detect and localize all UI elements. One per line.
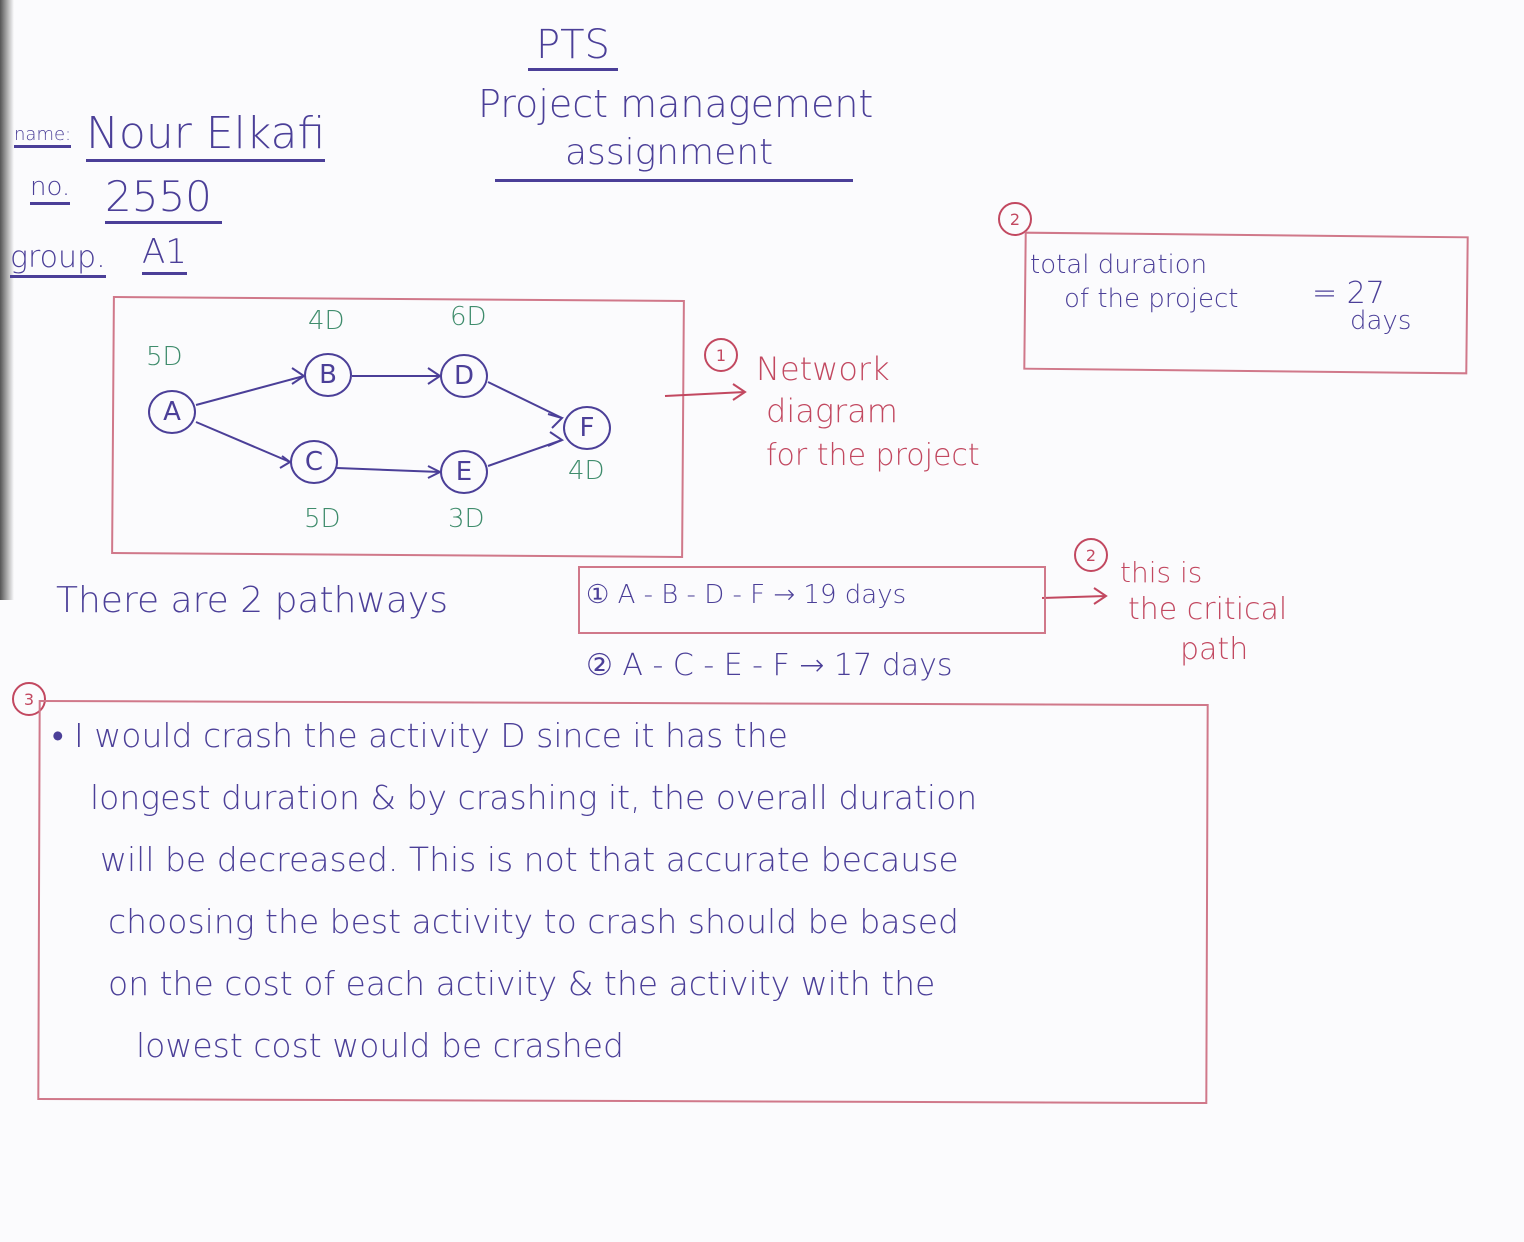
path-1: ① A - B - D - F → 19 days <box>586 580 907 610</box>
total-unit: days <box>1350 306 1412 336</box>
node-b: B <box>304 353 352 397</box>
critical-line3: path <box>1180 632 1249 667</box>
node-a: A <box>148 390 196 434</box>
duration-d: 6D <box>450 302 487 332</box>
student-group: A1 <box>142 232 187 275</box>
crash-line: longest duration & by crashing it, the o… <box>90 778 978 817</box>
page-edge-shadow <box>0 0 14 600</box>
student-number: 2550 <box>105 172 222 224</box>
annotation-line2: diagram <box>766 392 898 430</box>
crash-line: • I would crash the activity D since it … <box>52 716 788 755</box>
node-c: C <box>290 440 338 484</box>
group-label: group. <box>10 240 106 278</box>
total-line1: total duration <box>1030 250 1208 280</box>
total-value: = 27 <box>1312 276 1385 311</box>
arrow-to-critical <box>1041 595 1107 599</box>
crash-line: lowest cost would be crashed <box>136 1026 624 1065</box>
student-name: Nour Elkafi <box>86 108 326 162</box>
total-line2: of the project <box>1064 284 1239 314</box>
node-f: F <box>563 406 611 450</box>
arrow-d-f <box>487 381 563 419</box>
duration-c: 5D <box>304 504 341 534</box>
arrow-to-annotation <box>664 391 746 397</box>
annotation-line3: for the project <box>766 438 980 473</box>
crash-line: choosing the best activity to crash shou… <box>108 902 959 941</box>
crash-answer: • I would crash the activity D since it … <box>52 705 1180 1077</box>
no-label: no. <box>30 172 71 205</box>
assignment-title-line2: assignment <box>495 132 854 182</box>
duration-b: 4D <box>308 306 345 336</box>
course-title: PTS <box>528 22 618 71</box>
annotation-number-1: 1 <box>704 338 738 372</box>
critical-line1: this is <box>1120 556 1203 589</box>
pathways-intro: There are 2 pathways <box>56 580 448 621</box>
critical-number-2: 2 <box>1074 538 1108 572</box>
duration-f: 4D <box>568 456 605 486</box>
crash-line: on the cost of each activity & the activ… <box>108 964 936 1003</box>
duration-e: 3D <box>448 504 485 534</box>
node-d: D <box>440 354 488 398</box>
crash-line: will be decreased. This is not that accu… <box>100 840 959 879</box>
crash-number-3: 3 <box>12 682 46 716</box>
critical-line2: the critical <box>1128 592 1288 627</box>
assignment-title-line1: Project management <box>478 82 874 126</box>
annotation-line1: Network <box>756 350 890 388</box>
node-e: E <box>440 450 488 494</box>
arrow-a-c <box>195 421 291 463</box>
arrow-c-e <box>336 467 441 473</box>
arrow-a-b <box>195 375 305 406</box>
critical-path-box <box>578 566 1046 634</box>
duration-a: 5D <box>146 342 183 372</box>
name-label: name: <box>14 124 72 148</box>
path-2: ② A - C - E - F → 17 days <box>586 648 953 683</box>
total-number-2: 2 <box>998 202 1032 236</box>
